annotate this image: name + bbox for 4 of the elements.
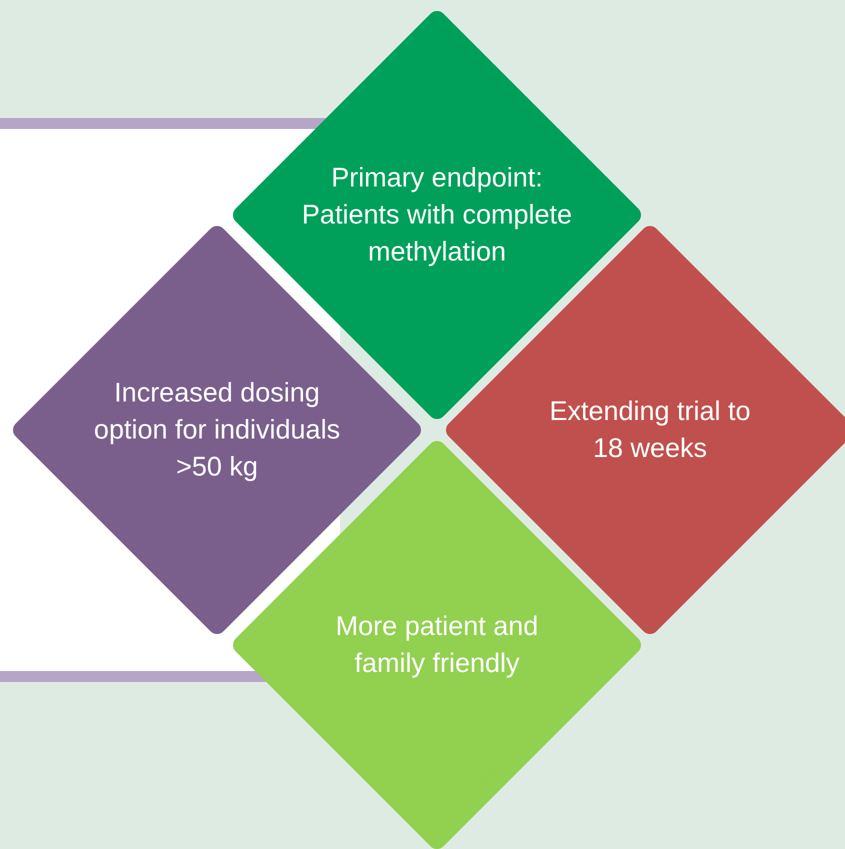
panel-text: Extending trial to 18 weeks [548,395,752,465]
panel-text: More patient and family friendly [334,610,540,680]
panel-text: Increased dosing option for individuals >50 kg [92,376,342,484]
panel-text: Primary endpoint: Patients with complete methylation [300,162,574,268]
